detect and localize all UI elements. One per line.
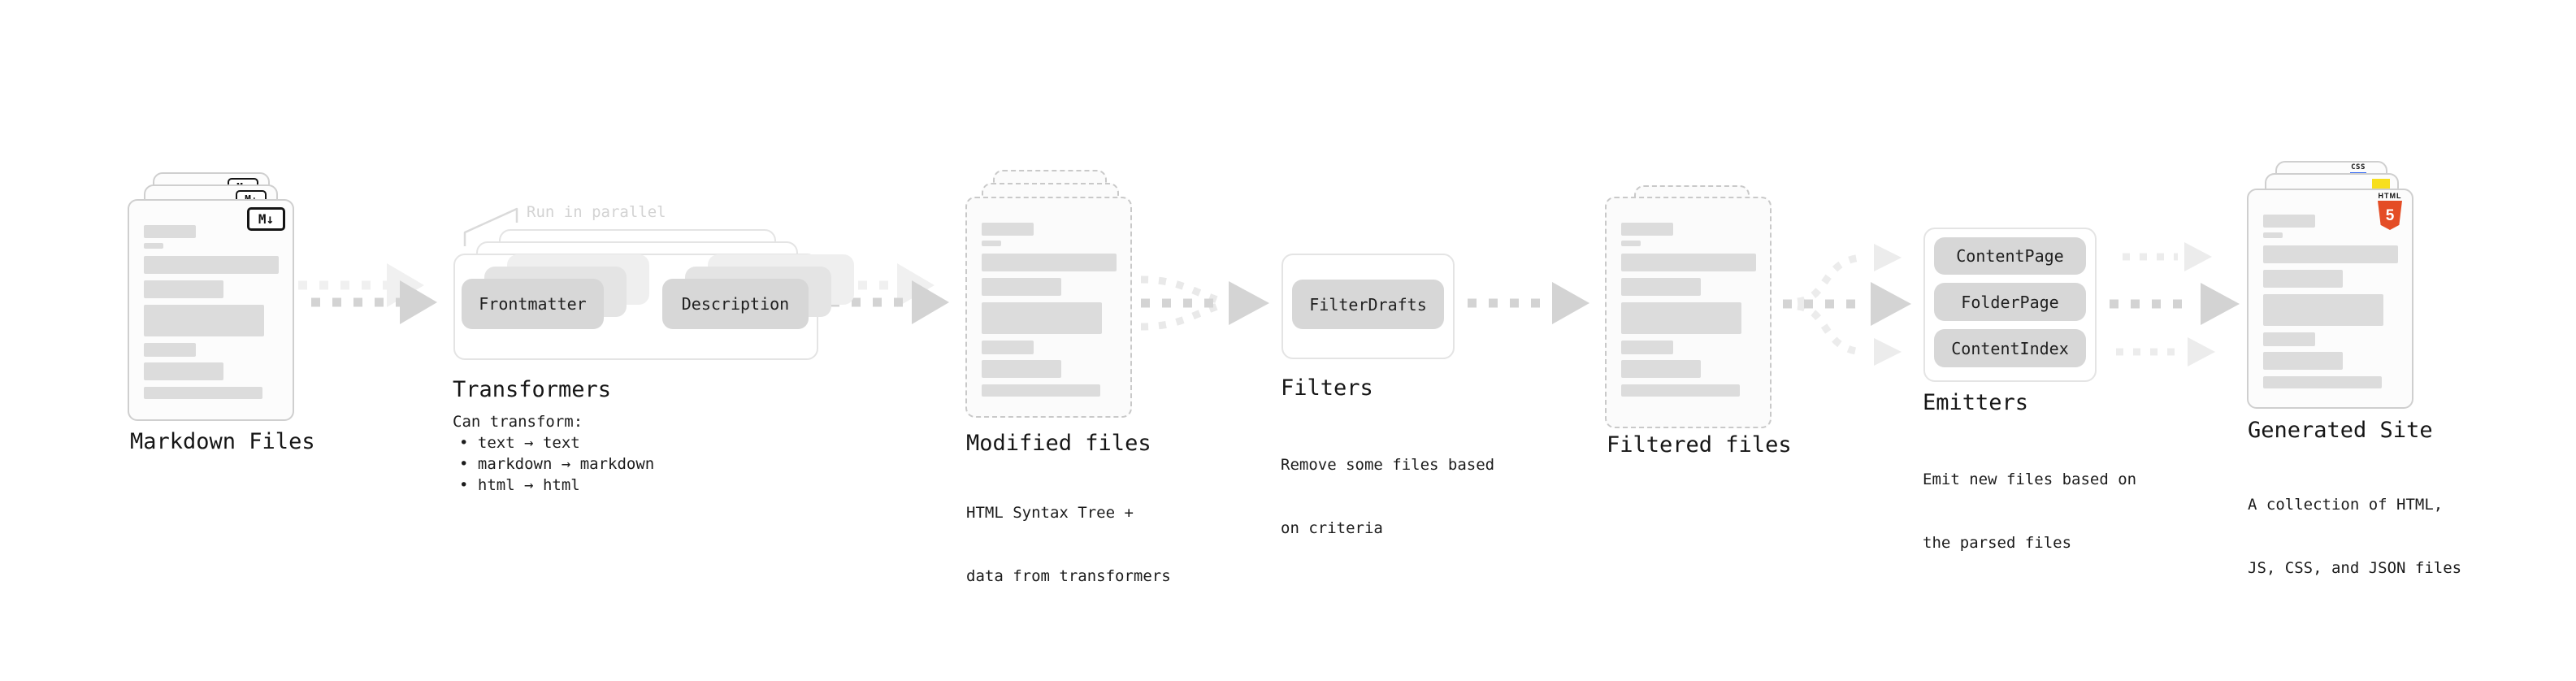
doc-text-bar xyxy=(144,362,223,380)
markdown-files-title: Markdown Files xyxy=(130,429,315,454)
doc-text-bar xyxy=(1621,340,1673,354)
doc-text-bar xyxy=(1621,254,1756,271)
doc-text-bar xyxy=(1621,384,1740,397)
filters-desc-line1: Remove some files based xyxy=(1281,456,1495,474)
filterdrafts-box: FilterDrafts xyxy=(1292,280,1444,329)
doc-text-bar xyxy=(144,243,163,249)
html5-icon-label: HTML xyxy=(2378,192,2402,200)
modified-files-title: Modified files xyxy=(966,431,1151,456)
run-in-parallel-label: Run in parallel xyxy=(527,203,666,221)
modified-doc-front xyxy=(965,197,1132,418)
transformers-desc-intro: Can transform: xyxy=(453,413,583,431)
doc-text-bar xyxy=(2263,215,2315,228)
doc-text-bar xyxy=(2263,232,2283,238)
doc-text-bar xyxy=(144,280,223,298)
arrow-filtered-to-emitters xyxy=(1783,244,1911,366)
modified-files-desc-line2: data from transformers xyxy=(966,567,1171,585)
arrow-filters-to-filtered xyxy=(1468,282,1589,324)
html5-icon-shield: 5 xyxy=(2378,201,2402,230)
doc-text-bar xyxy=(982,278,1061,296)
arrow-modified-to-filters xyxy=(1140,275,1269,331)
doc-text-bar xyxy=(1621,278,1701,296)
emitters-desc-line1: Emit new files based on xyxy=(1923,471,2137,488)
markdown-doc-front: M↓ xyxy=(128,199,294,421)
generated-site-desc-line1: A collection of HTML, xyxy=(2248,496,2444,514)
doc-text-bar xyxy=(144,225,196,238)
doc-text-bar xyxy=(982,254,1117,271)
contentindex-box: ContentIndex xyxy=(1934,329,2086,367)
doc-text-bar xyxy=(1621,241,1641,246)
doc-text-bar xyxy=(982,302,1102,334)
description-box: Description xyxy=(662,279,809,329)
doc-text-bar xyxy=(982,223,1034,236)
filtered-files-title: Filtered files xyxy=(1607,432,1792,458)
html5-icon: HTML 5 xyxy=(2378,192,2402,230)
emitters-desc-line2: the parsed files xyxy=(1923,534,2072,552)
doc-text-bar xyxy=(2263,245,2398,263)
doc-text-bar xyxy=(144,256,279,274)
doc-text-bar xyxy=(1621,223,1673,236)
doc-text-bar xyxy=(982,340,1034,354)
transformers-title: Transformers xyxy=(453,377,612,402)
doc-text-bar xyxy=(2263,352,2343,370)
transformers-bullet: • html → html xyxy=(459,476,580,494)
doc-text-bar xyxy=(1621,302,1741,334)
css-icon-label: CSS xyxy=(2351,163,2366,171)
transformers-bullet: • markdown → markdown xyxy=(459,455,655,473)
contentpage-box: ContentPage xyxy=(1934,237,2086,275)
markdown-icon: M↓ xyxy=(247,207,285,231)
generated-site-desc-line2: JS, CSS, and JSON files xyxy=(2248,559,2462,577)
filtered-doc-front xyxy=(1605,197,1772,428)
arrow-emitters-to-generated xyxy=(2110,242,2240,367)
doc-text-bar xyxy=(2263,294,2383,326)
doc-text-bar xyxy=(982,360,1061,378)
filters-desc: Remove some files based on criteria xyxy=(1281,412,1494,581)
doc-text-bar xyxy=(144,343,196,357)
emitters-desc: Emit new files based on the parsed files xyxy=(1923,427,2136,596)
folderpage-box: FolderPage xyxy=(1934,283,2086,321)
frontmatter-box: Frontmatter xyxy=(462,279,604,329)
generated-site-desc: A collection of HTML, JS, CSS, and JSON … xyxy=(2248,452,2461,621)
modified-files-desc-line1: HTML Syntax Tree + xyxy=(966,504,1134,522)
transformers-bullet: • text → text xyxy=(459,434,580,452)
modified-files-desc: HTML Syntax Tree + data from transformer… xyxy=(966,460,1171,629)
generated-doc-front: HTML 5 xyxy=(2247,189,2413,409)
doc-text-bar xyxy=(144,387,262,399)
doc-text-bar xyxy=(144,305,264,336)
arrow-markdown-to-transformers xyxy=(298,263,437,324)
doc-text-bar xyxy=(2263,376,2382,388)
html5-icon-number: 5 xyxy=(2385,206,2395,224)
filters-desc-line2: on criteria xyxy=(1281,519,1383,537)
filters-title: Filters xyxy=(1281,375,1373,401)
doc-text-bar xyxy=(2263,270,2343,288)
doc-text-bar xyxy=(982,384,1100,397)
doc-text-bar xyxy=(2263,332,2315,346)
generated-site-title: Generated Site xyxy=(2248,418,2433,443)
doc-text-bar xyxy=(1621,360,1701,378)
emitters-title: Emitters xyxy=(1923,390,2029,415)
doc-text-bar xyxy=(982,241,1001,246)
